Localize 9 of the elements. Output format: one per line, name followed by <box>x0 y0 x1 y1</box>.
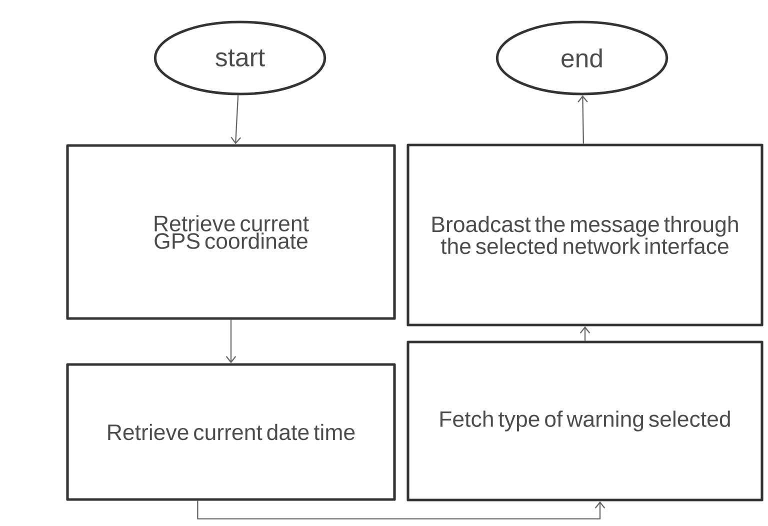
arrow <box>226 320 236 364</box>
process-box: Broadcast the message through the selected network interface <box>406 144 764 326</box>
arrow <box>580 326 590 341</box>
arrow <box>197 500 606 520</box>
process-box: Retrieve current date time <box>66 363 396 501</box>
process-box: Retrieve current GPS coordinate <box>66 144 396 320</box>
arrow <box>230 95 241 144</box>
process-box: Fetch type of warning selected <box>406 340 764 502</box>
arrow <box>578 95 588 144</box>
